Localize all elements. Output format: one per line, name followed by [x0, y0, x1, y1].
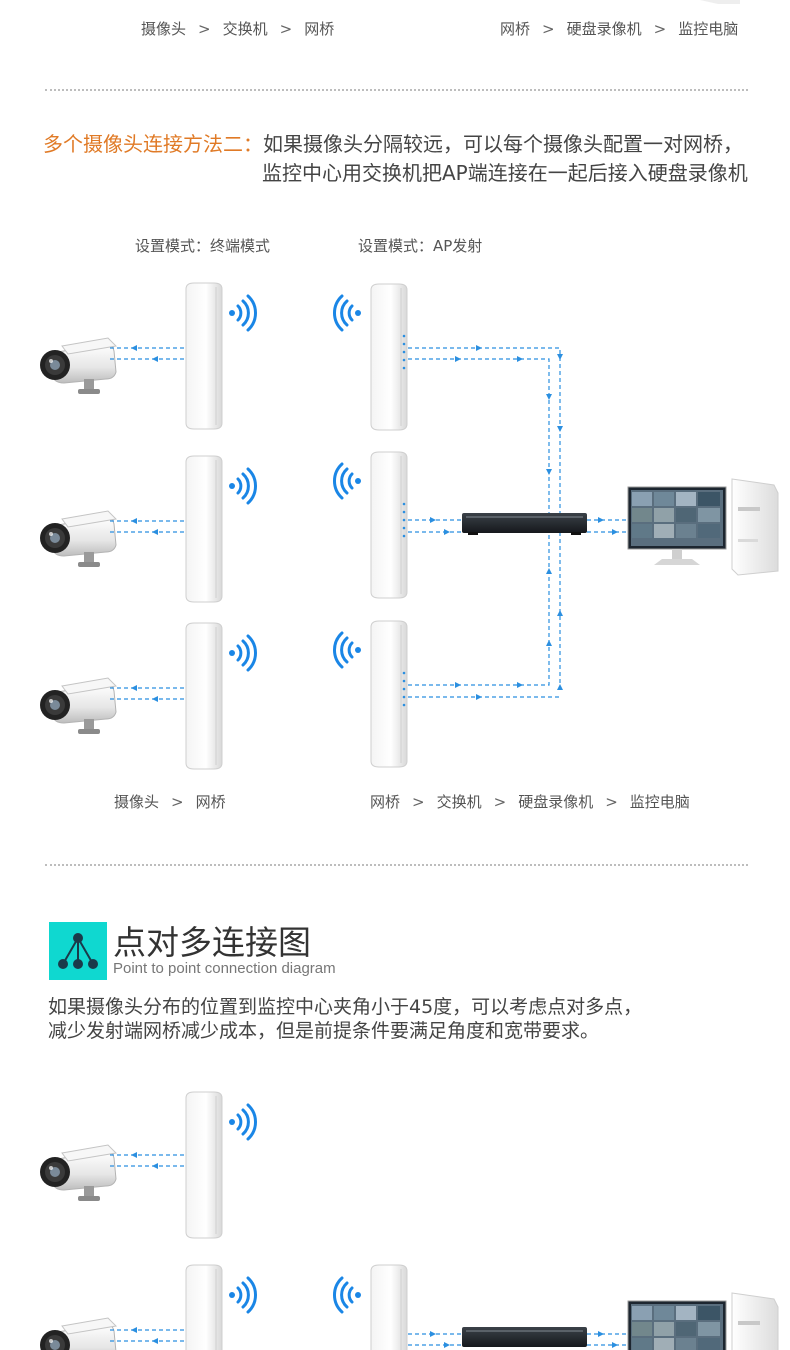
pmp-camera-2	[39, 1317, 117, 1350]
bridge-terminal-1	[185, 282, 223, 430]
method2-label: 多个摄像头连接方法二：	[43, 132, 263, 156]
flow-item: 交换机	[222, 20, 268, 38]
bottom-flow-left: 摄像头 > 网桥	[114, 791, 226, 812]
method2-text-line2: 监控中心用交换机把AP端连接在一起后接入硬盘录像机	[262, 161, 748, 185]
flow-item: 网桥	[304, 20, 335, 38]
bridge-ap-3	[370, 620, 408, 768]
flow-arrow: >	[493, 793, 507, 811]
divider	[45, 89, 748, 91]
flow-arrow: >	[171, 793, 184, 811]
flow-arrow: >	[279, 20, 293, 38]
pmp-camera-1	[39, 1144, 117, 1202]
flow-arrow: >	[605, 793, 618, 811]
flow-item: 硬盘录像机	[566, 20, 642, 38]
camera-1	[39, 337, 117, 395]
flow-item: 网桥	[370, 793, 401, 811]
pmp-bridge-terminal-1	[185, 1091, 223, 1239]
topology-icon	[49, 922, 107, 980]
bridge-ap-2	[370, 451, 408, 599]
bottom-flow-right: 网桥 > 交换机 > 硬盘录像机 > 监控电脑	[370, 791, 690, 812]
flow-item: 硬盘录像机	[518, 793, 594, 811]
flow-item: 监控电脑	[629, 793, 690, 811]
flow-item: 网桥	[195, 793, 226, 811]
monitor-pc	[627, 478, 779, 576]
flow-item: 网桥	[500, 20, 531, 38]
flow-item: 摄像头	[114, 793, 160, 811]
flow-item: 交换机	[436, 793, 482, 811]
pmp-bridge-terminal-2	[185, 1264, 223, 1350]
bridge-ap-1	[370, 283, 408, 431]
flow-arrow: >	[412, 793, 425, 811]
mode-terminal-label: 设置模式：终端模式	[135, 237, 271, 255]
divider	[45, 864, 748, 866]
section-subtitle: Point to point connection diagram	[113, 960, 336, 977]
method2-heading: 多个摄像头连接方法二：如果摄像头分隔较远，可以每个摄像头配置一对网桥，	[43, 133, 743, 156]
description-line1: 如果摄像头分布的位置到监控中心夹角小于45度，可以考虑点对多点，	[48, 996, 643, 1018]
top-flow-right: 网桥 > 硬盘录像机 > 监控电脑	[500, 18, 738, 39]
pmp-bridge-ap	[370, 1264, 408, 1350]
section-title: 点对多连接图	[113, 923, 311, 962]
bridge-terminal-3	[185, 622, 223, 770]
switch-device	[462, 513, 587, 535]
flow-item: 监控电脑	[678, 20, 739, 38]
pmp-switch-device	[462, 1327, 587, 1347]
mode-ap-label: 设置模式：AP发射	[358, 237, 483, 255]
pmp-monitor-pc	[627, 1292, 779, 1350]
description-line2: 减少发射端网桥减少成本，但是前提条件要满足角度和宽带要求。	[48, 1020, 600, 1042]
flow-arrow: >	[198, 20, 211, 38]
flow-arrow: >	[653, 20, 667, 38]
bridge-terminal-2	[185, 455, 223, 603]
camera-3	[39, 677, 117, 735]
flow-item: 摄像头	[141, 20, 187, 38]
camera-2	[39, 510, 117, 568]
method2-text-line1: 如果摄像头分隔较远，可以每个摄像头配置一对网桥，	[263, 132, 743, 156]
flow-arrow: >	[542, 20, 555, 38]
top-flow-left: 摄像头 > 交换机 > 网桥	[141, 18, 334, 39]
